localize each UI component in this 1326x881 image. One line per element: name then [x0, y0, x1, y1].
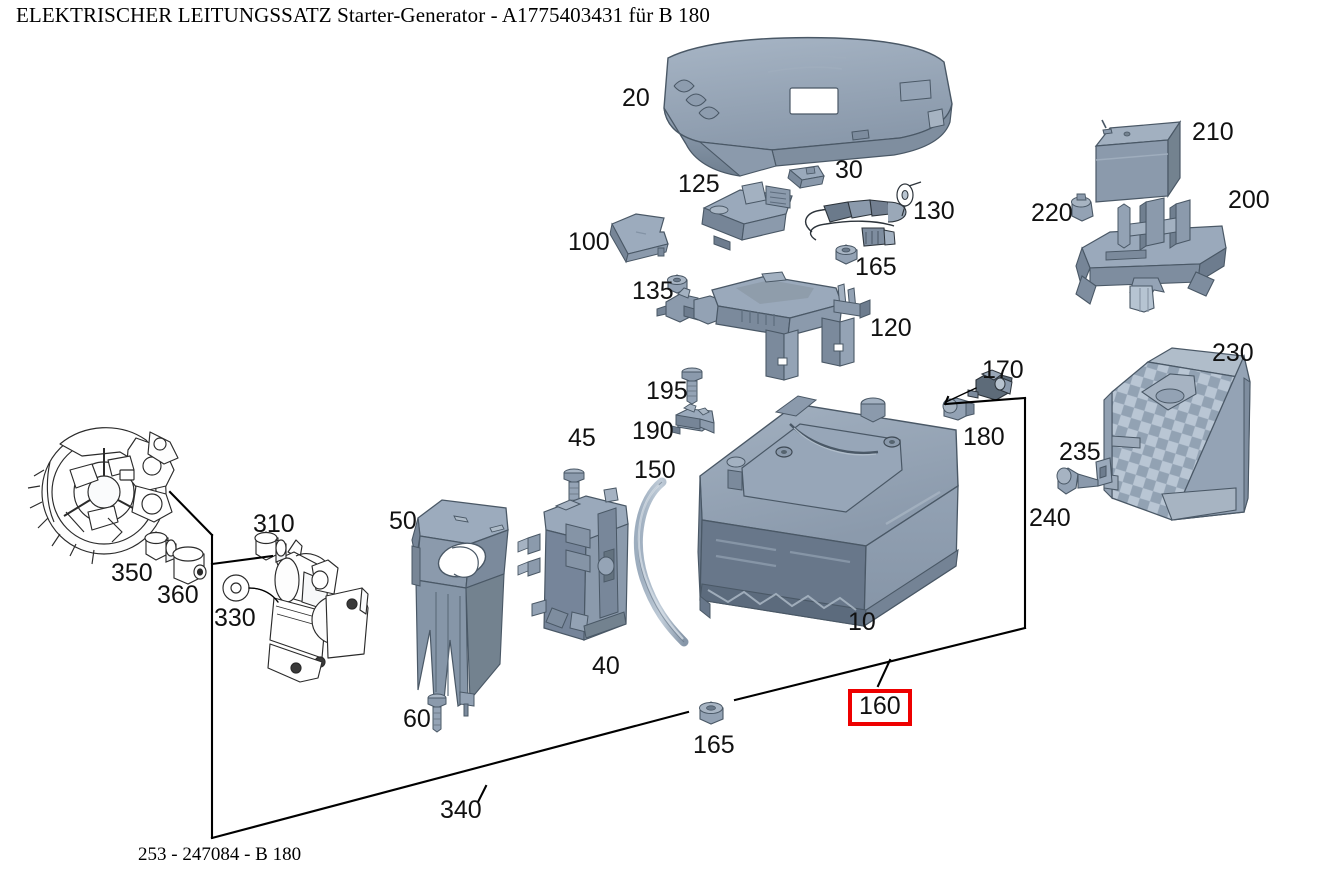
part-power-distribution-box-40 [517, 487, 629, 641]
part-washer-330 [222, 574, 279, 603]
part-hex-nut-165-upper [835, 244, 858, 265]
callout-50[interactable]: 50 [389, 507, 417, 535]
callout-20[interactable]: 20 [622, 84, 650, 112]
part-control-module-bracket-120 [656, 271, 871, 381]
callout-220[interactable]: 220 [1031, 199, 1073, 227]
callout-200[interactable]: 200 [1228, 186, 1270, 214]
callout-165-lower[interactable]: 165 [693, 731, 735, 759]
callout-310[interactable]: 310 [253, 510, 295, 538]
callout-190[interactable]: 190 [632, 417, 674, 445]
page-title: ELEKTRISCHER LEITUNGSSATZ Starter-Genera… [16, 3, 710, 27]
part-engine-cover-20 [663, 36, 953, 177]
callout-150[interactable]: 150 [634, 456, 676, 484]
part-cover-clip-30 [787, 165, 825, 189]
part-grommet-220 [1071, 193, 1094, 222]
part-grommet-180 [942, 397, 975, 421]
part-cap-360 [172, 546, 207, 585]
callout-235[interactable]: 235 [1059, 438, 1101, 466]
diagram-footer-code: 253 - 247084 - B 180 [138, 844, 302, 865]
callout-30[interactable]: 30 [835, 156, 863, 184]
callout-330[interactable]: 330 [214, 604, 256, 632]
part-battery-cable-terminal-130 [804, 181, 922, 247]
callout-340[interactable]: 340 [440, 796, 482, 824]
callout-350[interactable]: 350 [111, 559, 153, 587]
callout-60[interactable]: 60 [403, 705, 431, 733]
callout-170[interactable]: 170 [982, 356, 1024, 384]
callout-135[interactable]: 135 [632, 277, 674, 305]
part-hex-nut-165-lower [699, 701, 724, 725]
part-nut-350 [144, 531, 177, 563]
part-battery-tray-bracket-50 [411, 499, 509, 717]
part-battery-10 [697, 395, 959, 628]
callout-165-upper[interactable]: 165 [855, 253, 897, 281]
callout-40[interactable]: 40 [592, 652, 620, 680]
callout-360[interactable]: 360 [157, 581, 199, 609]
callout-230[interactable]: 230 [1212, 339, 1254, 367]
part-clamp-190 [671, 403, 715, 435]
part-vent-hose-150 [634, 477, 689, 647]
callout-10[interactable]: 10 [848, 608, 876, 636]
callout-45[interactable]: 45 [568, 424, 596, 452]
callout-160-highlighted[interactable]: 160 [848, 689, 912, 726]
callout-240[interactable]: 240 [1029, 504, 1071, 532]
leader-lines [168, 387, 1027, 840]
callout-130[interactable]: 130 [913, 197, 955, 225]
callout-180[interactable]: 180 [963, 423, 1005, 451]
part-starter-generator [27, 427, 179, 565]
part-battery-holder-200 [1075, 197, 1227, 313]
callout-210[interactable]: 210 [1192, 118, 1234, 146]
part-cover-lid-100 [609, 213, 669, 264]
callout-120[interactable]: 120 [870, 314, 912, 342]
callout-100[interactable]: 100 [568, 228, 610, 256]
callout-195[interactable]: 195 [646, 377, 688, 405]
callout-125[interactable]: 125 [678, 170, 720, 198]
part-rivet-240 [1056, 467, 1099, 495]
part-honeycomb-insulator-230 [1103, 347, 1251, 521]
part-auxiliary-battery-210 [1094, 119, 1182, 203]
part-bolt-45 [563, 468, 585, 508]
part-starter-motor [267, 539, 369, 683]
